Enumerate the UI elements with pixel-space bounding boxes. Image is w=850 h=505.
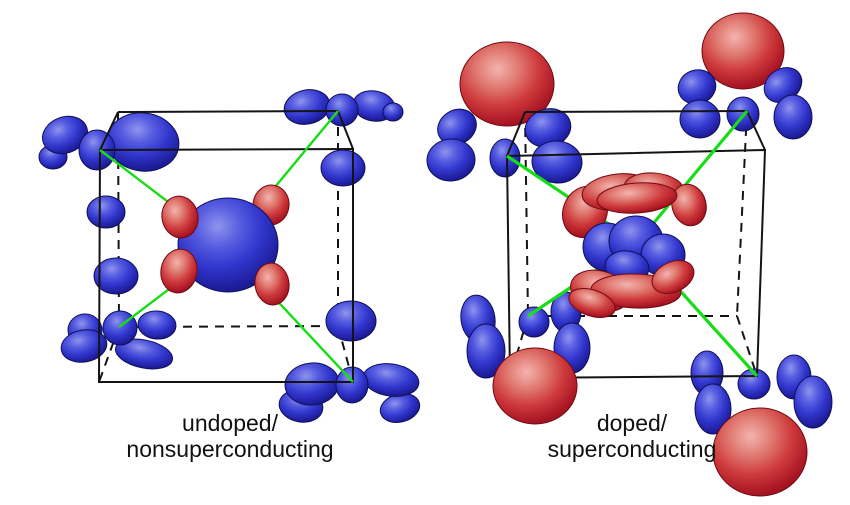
red-isosurface-lobe (254, 262, 290, 306)
unit-cell-edge (736, 110, 748, 317)
caption-undoped-line1: undoped/ (182, 410, 278, 436)
panel-undoped (38, 89, 421, 423)
central-isosurface-cluster (561, 172, 707, 318)
corner-orbital-cluster-top-right (677, 67, 813, 140)
red-ribbon-bottom (568, 260, 695, 318)
blue-isosurface-lobe (137, 310, 177, 340)
blue-isosurface-lobe (86, 195, 126, 229)
dopant-isosurface-blobs-bottom (492, 347, 808, 497)
red-isosurface-lobe (492, 347, 578, 425)
unit-cell-edge (117, 110, 339, 113)
corner-orbital-cluster-bottom-right (690, 350, 833, 435)
blue-isosurface-lobe (283, 89, 331, 125)
corner-orbital-cluster-bottom-left (60, 310, 177, 370)
corner-orbital-cluster-top-left (38, 112, 180, 172)
blue-isosurface-lobe (93, 257, 139, 295)
corner-orbital-cluster-top-right (283, 89, 404, 127)
blue-isosurface-lobe (325, 93, 359, 127)
central-blue-lobes (582, 215, 686, 284)
red-isosurface-lobe (712, 407, 808, 497)
blue-isosurface-lobe (362, 363, 420, 397)
caption-undoped: undoped/ nonsuperconducting (126, 410, 333, 462)
blue-isosurface-lobe (518, 306, 550, 338)
red-isosurface-lobe (568, 288, 616, 318)
central-isosurface-cluster (160, 184, 290, 306)
corner-orbital-cluster-top-left (426, 108, 583, 184)
blue-isosurface-lobe (793, 375, 833, 429)
unit-cell-edge (506, 111, 526, 157)
red-isosurface-lobe (459, 41, 555, 127)
unit-cell-edge (524, 111, 529, 317)
unit-cell-edge (99, 111, 119, 151)
blue-isosurface-lobe (320, 149, 366, 187)
panel-doped (426, 12, 833, 497)
caption-doped-line2: superconducting (547, 436, 717, 462)
blue-isosurface-lobe (466, 323, 506, 379)
blue-isosurface-lobe (694, 383, 732, 435)
red-isosurface-lobe (701, 12, 785, 90)
dopant-isosurface-blobs-top (459, 12, 785, 127)
blue-isosurface-lobe (489, 138, 521, 178)
unit-cell-edge (736, 315, 758, 377)
blue-isosurface-lobe (531, 140, 583, 184)
red-isosurface-lobe (671, 183, 707, 227)
blue-isosurface-lobe (382, 102, 404, 122)
blue-isosurface-lobe (114, 338, 174, 370)
blue-isosurface-lobe (325, 300, 377, 342)
blue-isosurface-lobe (60, 329, 108, 363)
blue-isosurface-lobe (679, 99, 721, 139)
caption-doped-line1: doped/ (596, 410, 668, 436)
red-ribbon-top (561, 172, 707, 239)
body-diagonal-line (635, 109, 749, 245)
blue-isosurface-lobe (437, 108, 477, 146)
unit-cell-edge (524, 110, 748, 113)
central-blue-sphere (177, 197, 279, 293)
unit-cell-edge (746, 110, 766, 151)
caption-doped: doped/ superconducting (548, 410, 717, 462)
caption-undoped-line2: nonsuperconducting (126, 436, 334, 462)
red-isosurface-lobe (161, 195, 199, 239)
corner-orbital-cluster-bottom-right (278, 362, 421, 423)
blue-isosurface-lobe (42, 115, 88, 155)
red-isosurface-lobe (651, 260, 695, 294)
unit-cell-edge (98, 326, 120, 383)
red-isosurface-lobe (596, 182, 678, 214)
red-isosurface-lobe (160, 248, 198, 294)
unit-cell-edge (337, 110, 354, 150)
blue-isosurface-lobe (773, 94, 813, 140)
blue-isosurface-lobe (426, 138, 476, 182)
